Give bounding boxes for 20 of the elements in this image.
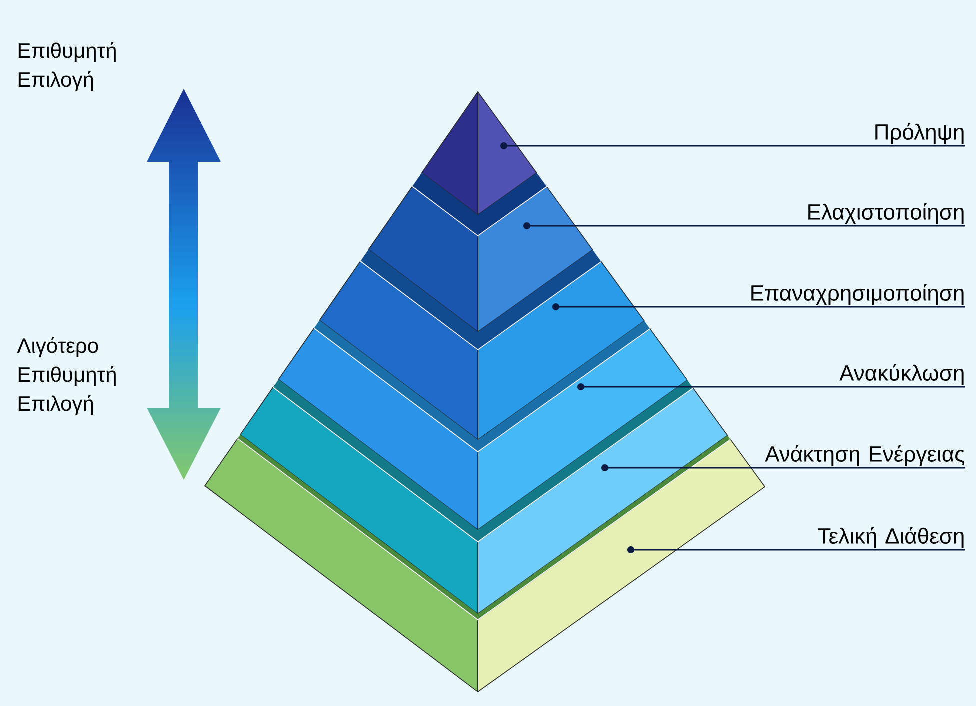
leader-line <box>524 222 966 230</box>
pyramid-tier <box>204 434 766 692</box>
leader-line <box>578 384 966 390</box>
layer-label: Τελική Διάθεση <box>818 527 964 548</box>
layer-label: Επαναχρησιμοποίηση <box>752 284 964 306</box>
leader-line <box>500 142 966 150</box>
layer-label: Πρόληψη <box>876 123 964 144</box>
layer-label: Ανάκτηση Ενέργειας <box>765 445 965 466</box>
pyramid-tier <box>368 172 594 332</box>
pyramid-tier <box>240 380 728 614</box>
pyramid-tier <box>278 320 688 530</box>
layer-label: Ελαχιστοποίηση <box>808 203 964 224</box>
pyramid-tier <box>422 92 538 216</box>
leader-line <box>602 464 966 472</box>
scale-label: Λιγότερο Επιθυμητή Επιλογή <box>17 337 116 416</box>
pyramid-tier <box>319 250 645 440</box>
leader-line <box>628 546 966 554</box>
leader-line <box>552 304 966 310</box>
layer-label: Ανακύκλωση <box>840 364 964 386</box>
scale-label: Επιθυμητή Επιλογή <box>18 42 116 92</box>
